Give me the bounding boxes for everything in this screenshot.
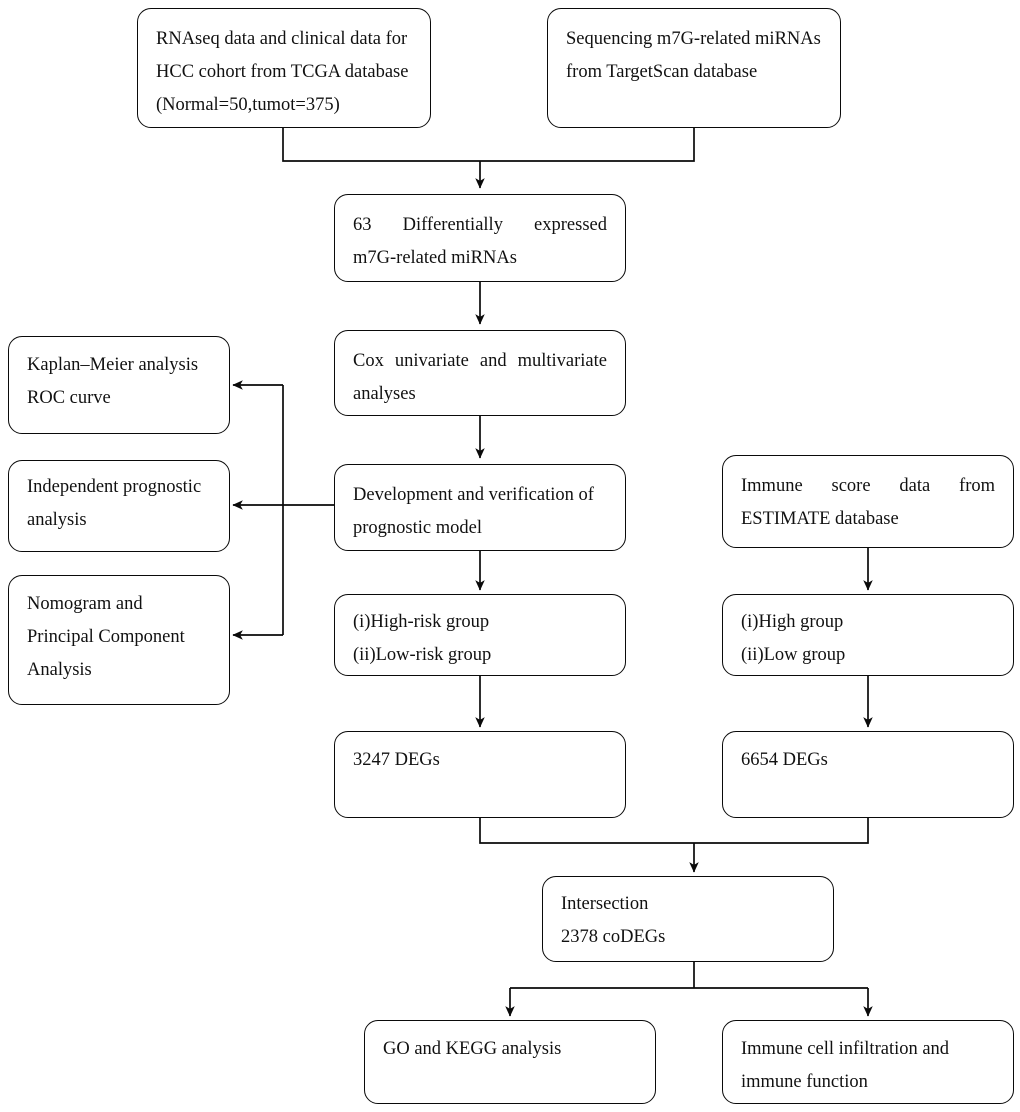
- node-rnaseq-data[interactable]: RNAseq data and clinical data for HCC co…: [137, 8, 431, 128]
- node-risk-groups[interactable]: (i)High-risk group (ii)Low-risk group: [334, 594, 626, 676]
- node-immune-groups[interactable]: (i)High group (ii)Low group: [722, 594, 1014, 676]
- node-cox-analyses-line-2: analyses: [353, 384, 416, 404]
- node-immune-score[interactable]: Immune score data from ESTIMATE database: [722, 455, 1014, 548]
- node-immune-groups-line-1: (i)High group: [741, 612, 844, 632]
- node-cox-analyses-line-1: Cox univariate and multivariate: [353, 351, 607, 371]
- node-deg-mirnas-line-1: 63 Differentially expressed: [353, 215, 607, 235]
- node-nomogram-pca[interactable]: Nomogram and Principal Component Analysi…: [8, 575, 230, 705]
- node-go-kegg[interactable]: GO and KEGG analysis: [364, 1020, 656, 1104]
- node-cox-analyses[interactable]: Cox univariate and multivariate analyses: [334, 330, 626, 416]
- node-rnaseq-data-line-1: RNAseq data and clinical data for: [156, 29, 408, 49]
- node-independent-prognostic-line-2: analysis: [27, 510, 87, 530]
- node-degs-left[interactable]: 3247 DEGs: [334, 731, 626, 818]
- node-targetscan-data[interactable]: Sequencing m7G-related miRNAs from Targe…: [547, 8, 841, 128]
- node-prognostic-model-line-2: prognostic model: [353, 518, 482, 538]
- node-immune-infiltration[interactable]: Immune cell infiltration and immune func…: [722, 1020, 1014, 1104]
- node-prognostic-model[interactable]: Development and verification of prognost…: [334, 464, 626, 551]
- node-prognostic-model-line-1: Development and verification of: [353, 485, 594, 505]
- node-go-kegg-line-1: GO and KEGG analysis: [383, 1039, 562, 1059]
- node-targetscan-data-line-2: from TargetScan database: [566, 62, 758, 82]
- node-risk-groups-line-2: (ii)Low-risk group: [353, 645, 492, 665]
- node-nomogram-pca-line-2: Principal Component: [27, 627, 185, 647]
- node-rnaseq-data-line-2: HCC cohort from TCGA database: [156, 62, 409, 82]
- node-risk-groups-line-1: (i)High-risk group: [353, 612, 490, 632]
- node-independent-prognostic[interactable]: Independent prognostic analysis: [8, 460, 230, 552]
- node-intersection-line-2: 2378 coDEGs: [561, 927, 666, 947]
- node-degs-right-line-1: 6654 DEGs: [741, 750, 828, 770]
- node-intersection-line-1: Intersection: [561, 894, 649, 914]
- node-deg-mirnas[interactable]: 63 Differentially expressed m7G-related …: [334, 194, 626, 282]
- node-kaplan-meier-line-1: Kaplan–Meier analysis: [27, 355, 199, 375]
- node-immune-score-line-1: Immune score data from: [741, 476, 995, 496]
- node-targetscan-data-line-1: Sequencing m7G-related miRNAs: [566, 29, 821, 49]
- node-independent-prognostic-line-1: Independent prognostic: [27, 477, 202, 497]
- node-intersection[interactable]: Intersection 2378 coDEGs: [542, 876, 834, 962]
- node-nomogram-pca-line-1: Nomogram and: [27, 594, 143, 614]
- node-immune-score-line-2: ESTIMATE database: [741, 509, 899, 529]
- node-immune-groups-line-2: (ii)Low group: [741, 645, 846, 665]
- node-kaplan-meier-line-2: ROC curve: [27, 388, 111, 408]
- node-rnaseq-data-line-3: (Normal=50,tumot=375): [156, 95, 340, 115]
- edge-degs-merge: [479, 818, 869, 844]
- edge-top-merge: [282, 128, 695, 162]
- node-kaplan-meier[interactable]: Kaplan–Meier analysis ROC curve: [8, 336, 230, 434]
- node-immune-infiltration-line-2: immune function: [741, 1072, 868, 1092]
- node-degs-left-line-1: 3247 DEGs: [353, 750, 440, 770]
- node-nomogram-pca-line-3: Analysis: [27, 660, 92, 680]
- node-deg-mirnas-line-2: m7G-related miRNAs: [353, 248, 517, 268]
- node-degs-right[interactable]: 6654 DEGs: [722, 731, 1014, 818]
- node-immune-infiltration-line-1: Immune cell infiltration and: [741, 1039, 950, 1059]
